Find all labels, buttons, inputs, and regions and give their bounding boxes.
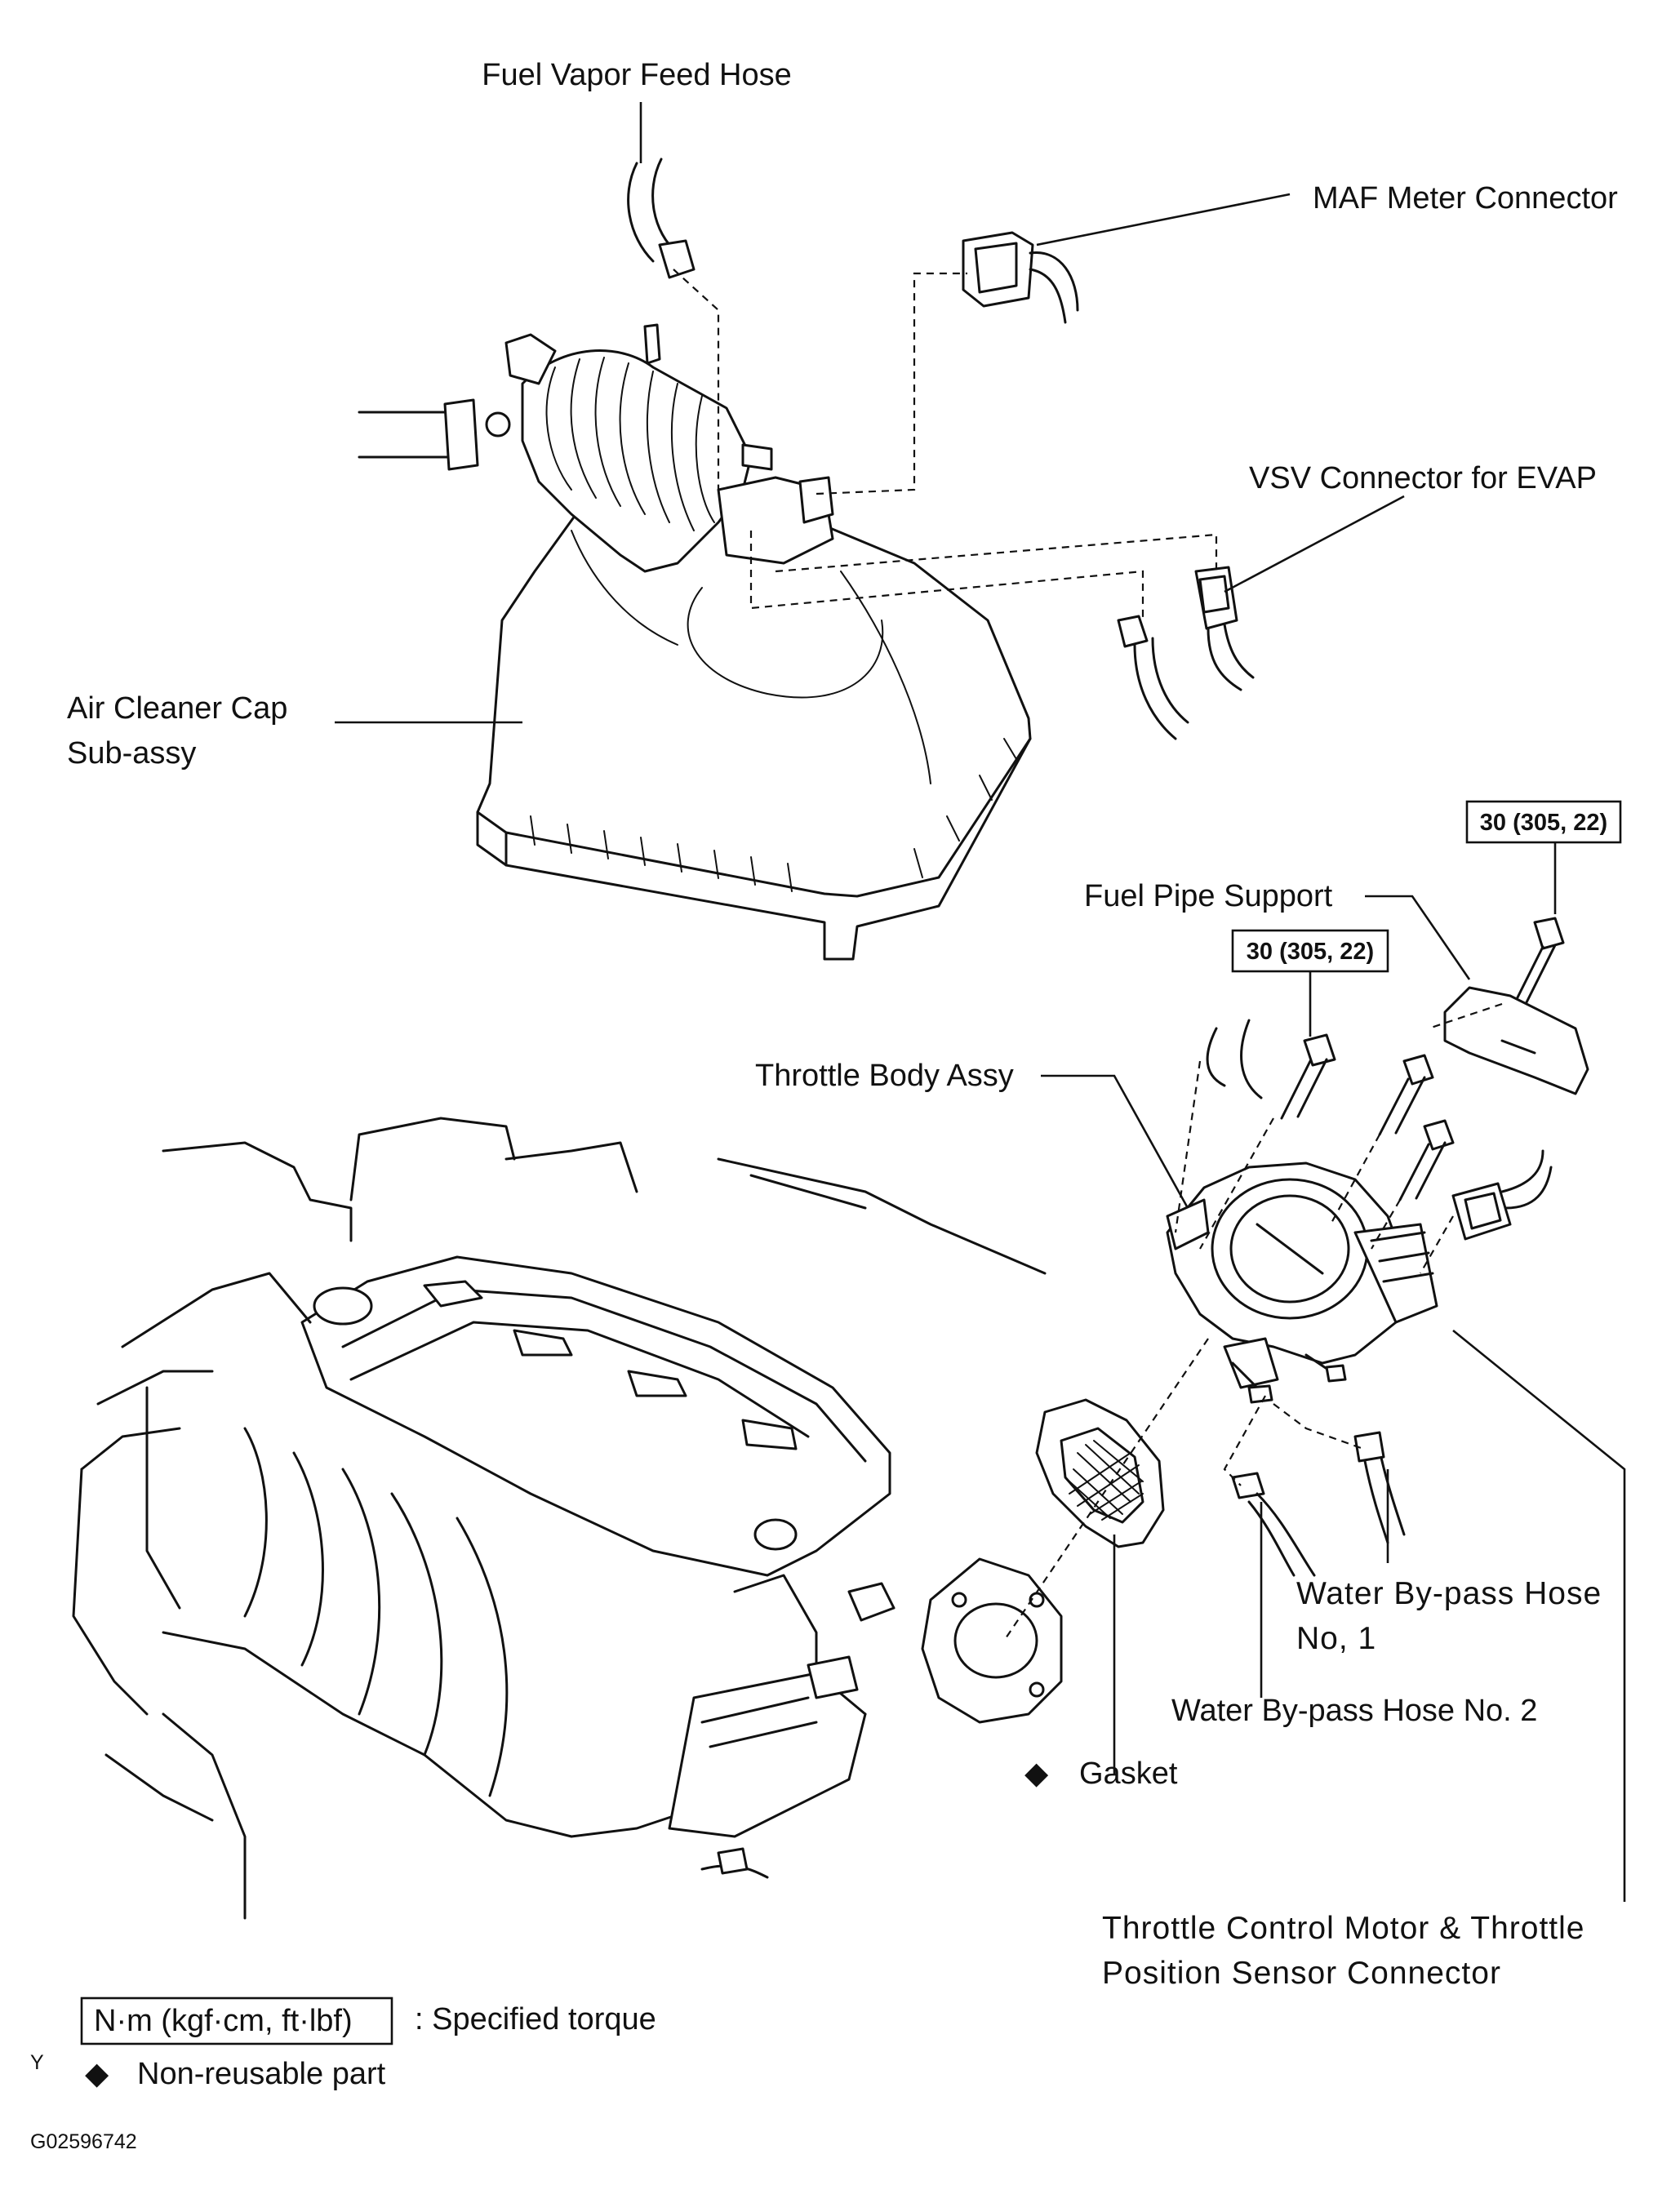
- label-throttle-body-assy: Throttle Body Assy: [755, 1059, 1014, 1093]
- engine-drawing: [72, 1117, 1063, 1920]
- label-fuel-vapor-feed-hose: Fuel Vapor Feed Hose: [482, 58, 792, 92]
- bolt-middle: [1378, 1054, 1434, 1136]
- bolt-lower: [1398, 1119, 1455, 1201]
- gasket-drawing: [1035, 1398, 1165, 1548]
- torque-value-upper: 30 (305, 22): [1480, 810, 1607, 836]
- maf-meter-connector-drawing: [962, 231, 1079, 324]
- throttle-sensor-connector-drawing: [1451, 1149, 1553, 1241]
- label-water-bypass-hose-1-line2: No, 1: [1296, 1621, 1376, 1656]
- throttle-side-hose-drawing: [1206, 1019, 1263, 1099]
- torque-box-lower: [1231, 929, 1389, 973]
- fuel-pipe-support-drawing: [1443, 986, 1589, 1095]
- bolt-upper-right: [1513, 917, 1565, 1006]
- label-gasket: Gasket: [1079, 1757, 1178, 1791]
- legend-nonreusable-mark: ◆: [85, 2057, 109, 2091]
- leader-lines: [335, 102, 1626, 1902]
- label-throttle-control-line1: Throttle Control Motor & Throttle: [1102, 1911, 1585, 1946]
- label-throttle-control-line2: Position Sensor Connector: [1102, 1956, 1501, 1991]
- water-bypass-hose-2-drawing: [1231, 1472, 1316, 1577]
- vsv-connector-drawing: [1194, 566, 1255, 691]
- nonreusable-mark-gasket: ◆: [1024, 1757, 1049, 1791]
- evap-hose-drawing: [1117, 615, 1189, 740]
- label-fuel-pipe-support: Fuel Pipe Support: [1084, 879, 1333, 913]
- assembly-dashed-lines: [673, 269, 1503, 1641]
- legend-side-mark: Y: [30, 2051, 44, 2074]
- label-water-bypass-hose-2: Water By-pass Hose No. 2: [1171, 1694, 1537, 1728]
- legend-specified-torque: : Specified torque: [415, 2002, 656, 2036]
- figure-id: G02596742: [30, 2130, 137, 2153]
- legend-unit-text: N·m (kgf·cm, ft·lbf): [94, 2004, 353, 2038]
- fuel-vapor-feed-hose-drawing: [627, 158, 696, 279]
- label-vsv-connector: VSV Connector for EVAP: [1249, 461, 1597, 495]
- label-maf-meter-connector: MAF Meter Connector: [1313, 181, 1618, 215]
- torque-value-lower: 30 (305, 22): [1247, 939, 1374, 965]
- throttle-body-drawing: [1166, 1161, 1438, 1404]
- label-air-cleaner-cap-line1: Air Cleaner Cap: [67, 691, 287, 726]
- torque-box-upper: [1465, 800, 1622, 844]
- label-air-cleaner-cap-line2: Sub-assy: [67, 736, 196, 771]
- legend-nonreusable-part: Non-reusable part: [137, 2057, 386, 2091]
- water-bypass-hose-1-drawing: [1353, 1431, 1406, 1544]
- bolt-left: [1280, 1033, 1336, 1120]
- label-water-bypass-hose-1-line1: Water By-pass Hose: [1296, 1576, 1602, 1611]
- legend-unit-box: [80, 1996, 393, 2045]
- air-cleaner-cap-drawing: [358, 323, 1032, 961]
